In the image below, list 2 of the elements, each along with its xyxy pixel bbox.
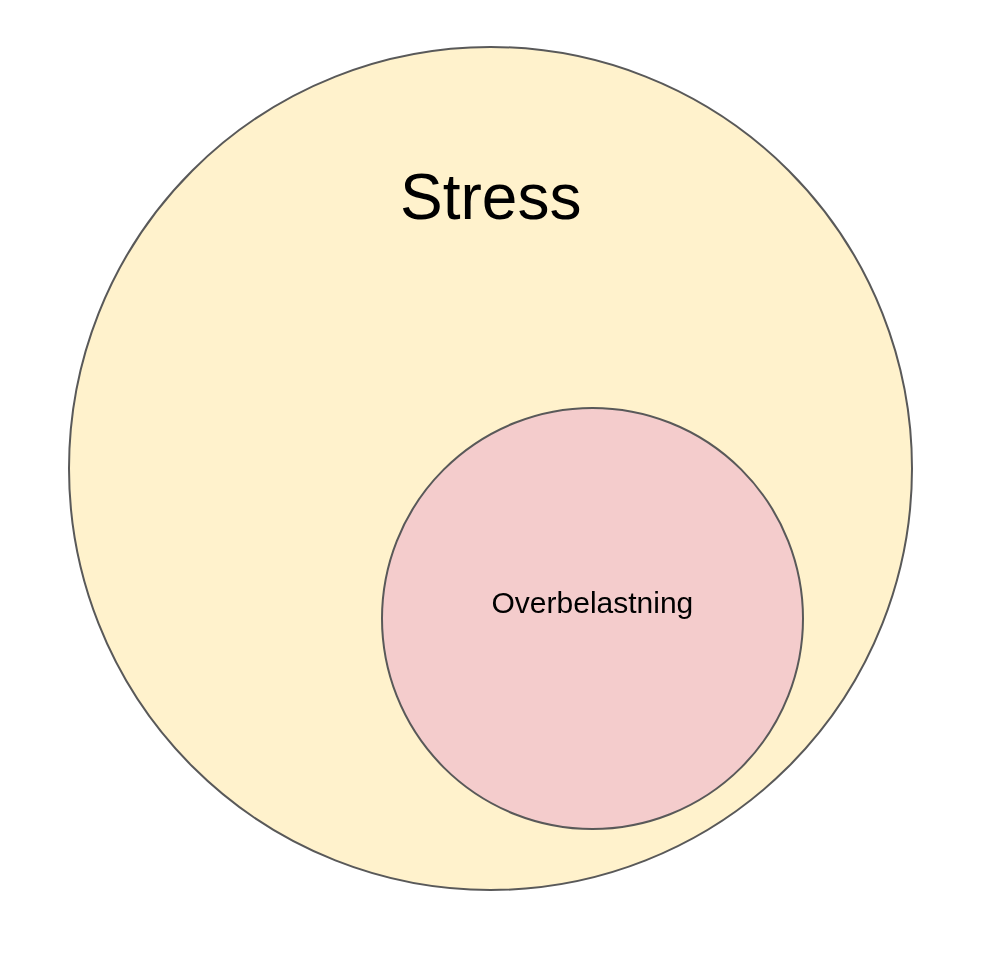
circle-label: Stress	[400, 159, 582, 234]
circle-label: Overbelastning	[491, 586, 694, 620]
